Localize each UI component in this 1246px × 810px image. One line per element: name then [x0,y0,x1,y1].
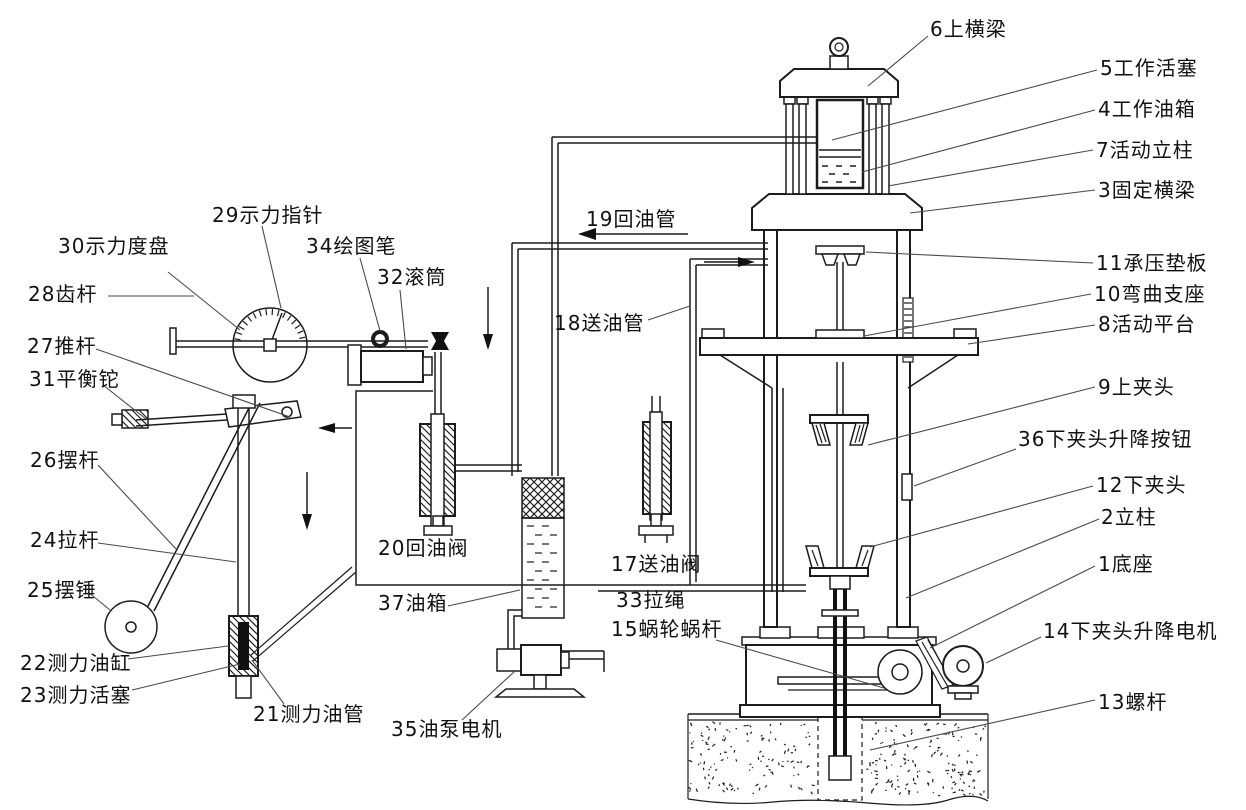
label-movable-column: 7活动立柱 [1096,138,1194,162]
flow-arrows [302,228,755,530]
working-cylinder [815,98,865,190]
lift-button [901,473,913,501]
label-lower-grip-lift-button: 36下夹头升降按钮 [1018,427,1193,451]
movable-column [785,103,794,195]
screw-rod [821,589,859,781]
label-column: 2立柱 [1101,505,1157,529]
pull-cord-line [355,390,806,586]
working-piston [822,165,856,183]
oil-return-valve [419,413,456,536]
pendulum-weight [104,600,158,654]
upper-grip [809,414,869,446]
pendulum-assembly [104,399,261,654]
oil-pipes [355,136,816,672]
pendulum-rod [146,399,254,609]
bearing-plate-lower [815,329,865,339]
oil-supply-valve [638,396,674,543]
force-measuring-cylinder [228,394,357,699]
label-lower-grip: 12下夹头 [1096,473,1187,497]
label-drawing-pen: 34绘图笔 [306,234,397,258]
left-column [763,229,778,628]
label-bearing-plate: 11承压垫板 [1096,251,1208,275]
label-upper-crossbeam: 6上横梁 [930,17,1007,41]
upper-crossbeam [779,68,899,98]
label-upper-grip: 9上夹头 [1098,375,1175,399]
label-oil-tank: 37油箱 [378,591,448,615]
force-measuring-pipe [250,566,353,656]
bending-support [820,253,840,266]
drawing-pen [371,330,389,348]
fixed-crossbeam [751,193,923,231]
label-worm-gear: 15蜗轮蜗杆 [611,617,723,641]
label-pull-cord: 33拉绳 [616,588,686,612]
oil-pump-motor-unit [493,644,587,698]
label-base: 1底座 [1098,552,1154,576]
ground-speckles [688,721,987,797]
label-force-measuring-pipe: 21测力油管 [253,702,365,726]
dial-ticks [234,309,306,341]
label-drum: 32滚筒 [377,265,447,289]
label-lower-grip-lift-motor: 14下夹头升降电机 [1043,619,1218,643]
label-oil-return-pipe: 19回油管 [586,207,677,231]
label-working-piston: 5工作活塞 [1100,56,1198,80]
label-push-rod: 27推杆 [27,334,97,358]
oil-level-dashes [527,525,557,608]
oil-tank-column [521,477,565,619]
label-force-measuring-piston: 23测力活塞 [20,683,132,707]
rack-and-drum [169,327,449,386]
label-bending-support: 10弯曲支座 [1094,282,1206,306]
label-oil-pump-motor: 35油泵电机 [391,717,503,741]
label-force-measuring-cylinder: 22测力油缸 [20,651,132,675]
label-oil-supply-pipe: 18送油管 [554,311,645,335]
label-force-dial: 30示力度盘 [58,234,170,258]
recording-drum [360,350,424,383]
bearing-plate-upper [815,245,865,255]
label-oil-supply-valve: 17送油阀 [611,552,702,576]
label-rack-bar: 28齿杆 [28,282,98,306]
label-pull-rod: 24拉杆 [30,528,100,552]
label-pendulum-rod: 26摆杆 [30,448,100,472]
label-oil-return-valve: 20回油阀 [378,536,469,560]
push-rod-knob [431,332,449,350]
label-movable-platform: 8活动平台 [1098,312,1196,336]
label-balance-weight: 31平衡铊 [29,367,120,391]
base-assembly [739,626,984,718]
movable-column [881,103,890,195]
label-fixed-crossbeam: 3固定横梁 [1098,178,1196,202]
force-dial [232,307,308,383]
label-working-oil-tank: 4工作油箱 [1098,97,1196,121]
movable-column [868,103,877,195]
lower-grip [805,545,875,590]
lift-motor [942,645,984,687]
leader-lines [87,35,1100,751]
worm-wheel [877,649,923,695]
measuring-piston [238,622,249,670]
bending-support [842,253,862,266]
movable-platform [699,337,979,356]
right-column [896,229,911,628]
label-screw-rod: 13螺杆 [1098,690,1168,714]
label-force-pointer: 29示力指针 [212,203,324,227]
movable-column [798,103,807,195]
label-pendulum-weight: 25摆锤 [27,578,97,602]
